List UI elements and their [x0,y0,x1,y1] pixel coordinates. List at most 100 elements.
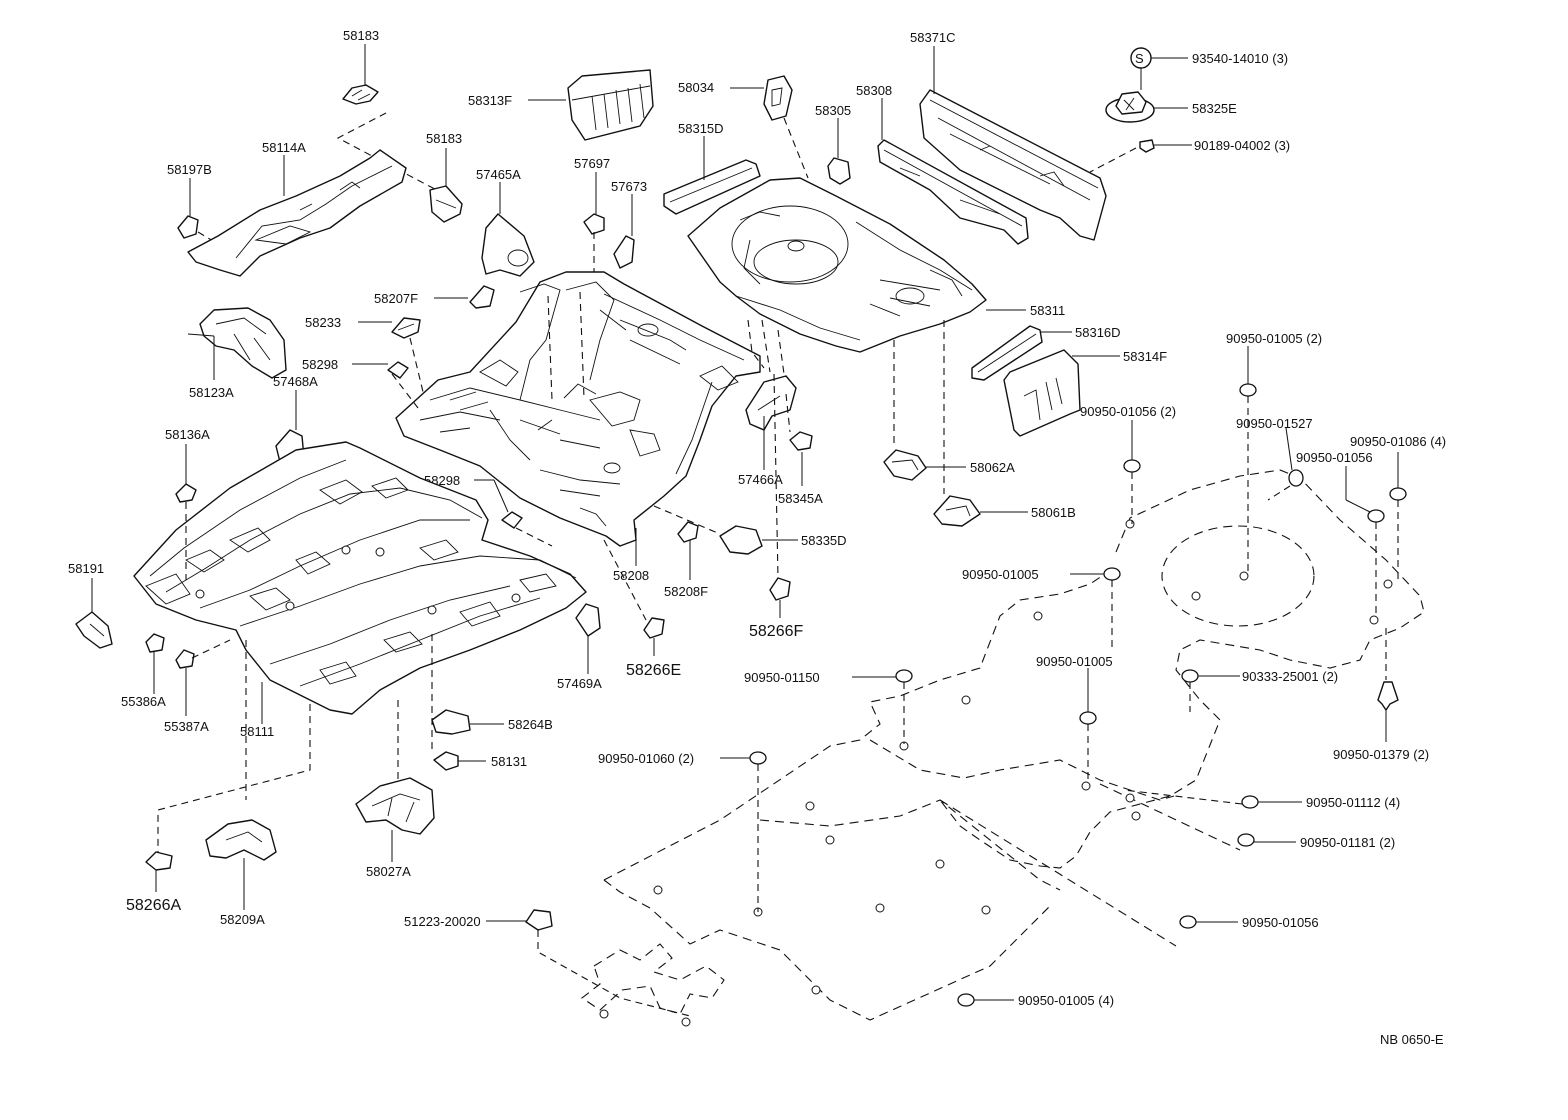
label-58308: 58308 [856,83,892,98]
label-90189: 90189-04002 (3) [1194,138,1290,153]
part-57469a-bracket [575,603,601,674]
part-58305-bracket [827,118,851,185]
part-58308-crossmember [877,98,1029,245]
label-90950-01056-2: 90950-01056 (2) [1080,404,1176,419]
part-90189-screw [1089,139,1192,173]
part-58335d-bracket [653,505,798,555]
label-57466a: 57466A [738,472,783,487]
label-58335d: 58335D [801,533,847,548]
plug-90333-25001 [1181,669,1240,712]
part-58123a-bracket [187,307,287,380]
part-58266e-clip [603,539,665,656]
plug-90950-01005-4 [957,993,1014,1007]
label-90950-01056-a: 90950-01056 [1296,450,1373,465]
plug-90950-01060 [720,751,767,912]
label-58371c: 58371C [910,30,956,45]
plug-90950-01181 [1237,833,1296,847]
label-90950-01005-4: 90950-01005 (4) [1018,993,1114,1008]
plug-90950-01005-2 [1239,346,1257,574]
part-58371c-rear-panel [919,46,1107,241]
label-58305: 58305 [815,103,851,118]
plug-90950-01150 [852,669,913,744]
label-58208: 58208 [613,568,649,583]
plug-90950-01005 [1070,567,1121,650]
part-58264b-pad [431,709,504,735]
label-58314f: 58314F [1123,349,1167,364]
label-90950-01056-b: 90950-01056 [1242,915,1319,930]
part-58311-rear-floor [687,177,987,353]
part-58197b-clip [177,178,219,245]
label-57465a: 57465A [476,167,521,182]
label-57673: 57673 [611,179,647,194]
part-58208-center-floor [395,271,761,547]
part-58136a-clip [175,444,197,580]
part-58266f-clip [769,373,791,618]
label-58027a: 58027A [366,864,411,879]
label-58345a: 58345A [778,491,823,506]
label-90950-01060: 90950-01060 (2) [598,751,694,766]
label-58233: 58233 [305,315,341,330]
part-58233-clip [358,317,425,397]
label-58183-top: 58183 [343,28,379,43]
label-58034: 58034 [678,80,714,95]
label-90950-01527: 90950-01527 [1236,416,1313,431]
plug-90950-01086-4 [1389,452,1407,584]
part-55387a-clip [175,639,231,716]
plug-90950-01056 [1345,466,1385,616]
label-58191: 58191 [68,561,104,576]
part-57465a-bracket [481,182,535,277]
plug-90950-01056-b [1179,915,1238,929]
label-58208f: 58208F [664,584,708,599]
label-51223-20020: 51223-20020 [404,914,481,929]
part-58027a-bracket [355,777,435,862]
label-55386a: 55386A [121,694,166,709]
label-58266a: 58266A [126,897,181,914]
label-58298-a: 58298 [302,357,338,372]
label-58123a: 58123A [189,385,234,400]
part-58298-pad-2 [474,479,553,547]
label-58136a: 58136A [165,427,210,442]
label-58197b: 58197B [167,162,212,177]
part-58062a-bracket [883,449,966,481]
label-58131: 58131 [491,754,527,769]
label-57697: 57697 [574,156,610,171]
part-58266a-clip [145,851,173,892]
part-58315d-rail [663,136,761,215]
label-57468a: 57468A [273,374,318,389]
part-58325e-cap [1105,91,1188,123]
part-58207f-clip [434,285,495,309]
part-58316d-rail [971,325,1072,381]
label-58315d: 58315D [678,121,724,136]
label-58209a: 58209A [220,912,265,927]
label-58266f: 58266F [749,623,803,640]
label-90950-01181: 90950-01181 (2) [1300,835,1395,850]
label-90950-01379: 90950-01379 (2) [1333,747,1429,762]
label-58061b: 58061B [1031,505,1076,520]
label-90950-01150: 90950-01150 [744,670,820,685]
diagram-code: NB 0650-E [1380,1032,1444,1047]
label-55387a: 55387A [164,719,209,734]
label-90950-01005-2: 90950-01005 (2) [1226,331,1322,346]
label-58207f: 58207F [374,291,418,306]
part-58183-clip-top [336,44,449,197]
label-90950-01086-4: 90950-01086 (4) [1350,434,1446,449]
part-bottom-brace [581,943,725,1027]
plug-90950-01527 [1267,427,1304,501]
label-58183: 58183 [426,131,462,146]
label-90333: 90333-25001 (2) [1242,669,1338,684]
part-93540-screw: S [1130,47,1188,90]
part-floor-sheet-outline [603,469,1425,1021]
label-58311: 58311 [1030,303,1065,318]
part-58034-bracket [730,75,809,179]
part-58345a-clip [785,393,813,486]
part-58313f-panel [528,69,654,141]
plug-90950-01005-b [1079,668,1097,784]
part-51223-20020-bumper [486,909,691,1017]
part-58208f-clip [677,521,699,580]
label-58325e: 58325E [1192,101,1237,116]
s-symbol: S [1135,51,1144,66]
plug-90950-01112 [1123,789,1302,809]
pin-90950-01379 [1377,628,1399,742]
plug-90950-01056-2 [1123,420,1141,524]
part-57673-bracket [613,194,635,269]
